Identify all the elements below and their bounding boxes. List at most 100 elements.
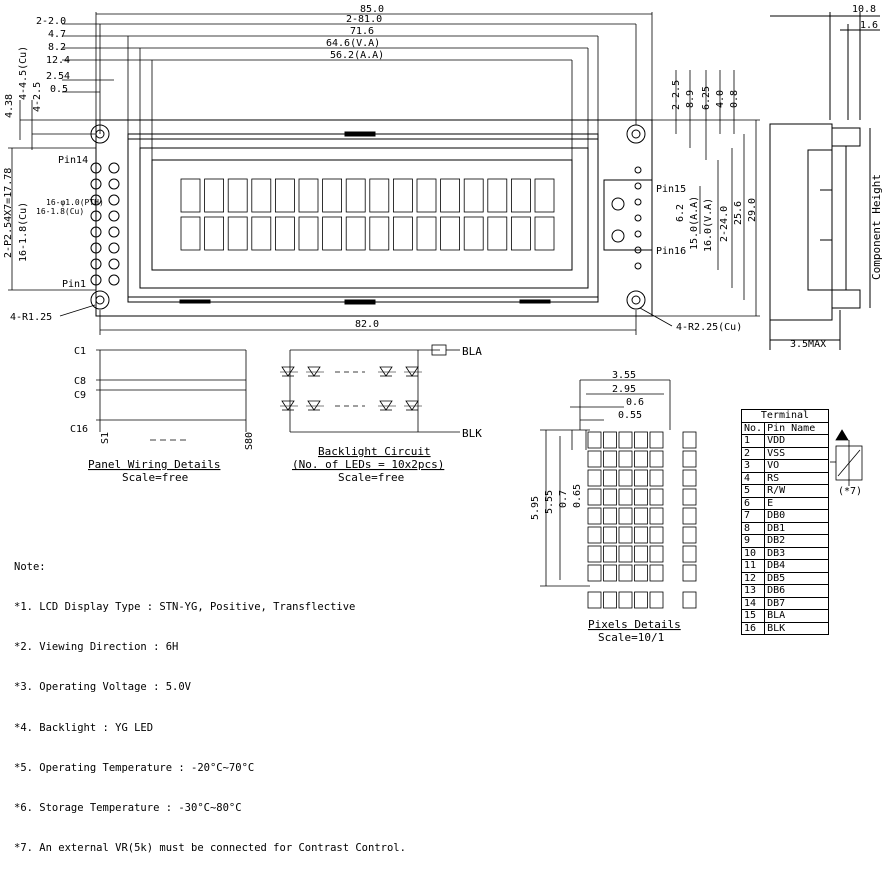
pixel-dot xyxy=(587,431,602,449)
pixel-dot xyxy=(682,591,697,609)
pixel-dot xyxy=(649,526,664,544)
character-cell xyxy=(227,216,248,251)
top-dimension-text: 2-2.0 4.7 8.2 12.4 2.54 0.5 85.0 2-81.0 … xyxy=(3,4,758,333)
dim-4-r2-25: 4-R2.25(Cu) xyxy=(676,322,742,333)
character-cell xyxy=(392,178,413,213)
character-cell xyxy=(274,178,295,213)
dim-0-7: 0.7 xyxy=(558,490,569,508)
label-c8: C8 xyxy=(74,376,86,387)
dim-4-38: 4.38 xyxy=(4,94,15,118)
panel-wiring-title: Panel Wiring Details xyxy=(88,458,220,471)
led-diode xyxy=(404,366,422,377)
dim-8-2: 8.2 xyxy=(48,42,66,53)
character-cell xyxy=(463,216,484,251)
note-6: *6. Storage Temperature : -30°C~80°C xyxy=(14,802,242,815)
pcb-outline xyxy=(95,119,653,317)
pin-header-right xyxy=(603,166,653,270)
label-pin14: Pin14 xyxy=(58,155,88,166)
character-cell xyxy=(251,216,272,251)
panel-wiring-diagram xyxy=(96,349,247,441)
note-1: *1. LCD Display Type : STN-YG, Positive,… xyxy=(14,601,356,614)
led-diode xyxy=(280,366,298,377)
dim-82: 82.0 xyxy=(355,319,379,330)
character-cell xyxy=(416,178,437,213)
label-component-height: Component Height xyxy=(870,174,883,280)
dim-16: 16.0(V.A) xyxy=(703,198,714,252)
dim-6-25: 6.25 xyxy=(701,86,712,110)
pixel-dot xyxy=(634,564,648,582)
pixel-dot xyxy=(682,450,697,468)
led-array xyxy=(280,366,422,411)
pixel-dot xyxy=(634,450,648,468)
pixel-dot xyxy=(587,591,602,609)
character-cell xyxy=(510,178,531,213)
dim-56-2: 56.2(A.A) xyxy=(330,50,384,61)
character-cell xyxy=(416,216,437,251)
panel-wiring-scale: Scale=free xyxy=(122,471,188,484)
pixel-dot xyxy=(618,450,633,468)
bezel-outline xyxy=(127,133,599,303)
dim-2-95: 2.95 xyxy=(612,384,636,395)
pixel-dot xyxy=(587,507,602,525)
pixel-dot xyxy=(682,431,697,449)
dim-5-95: 5.95 xyxy=(530,496,541,520)
label-s80: S80 xyxy=(244,432,255,450)
character-cell xyxy=(440,178,461,213)
backlight-subtitle: (No. of LEDs = 10x2pcs) xyxy=(292,458,444,471)
character-cell xyxy=(369,216,390,251)
pixel-dot xyxy=(587,564,602,582)
character-cell xyxy=(274,216,295,251)
character-cell xyxy=(345,216,366,251)
dim-2-54: 2.54 xyxy=(46,71,70,82)
pixel-dot xyxy=(603,507,617,525)
dim-2-2-5: 2-2.5 xyxy=(671,80,682,110)
led-diode xyxy=(404,400,422,411)
pixel-dot xyxy=(618,591,633,609)
pixel-dot xyxy=(618,526,633,544)
pixel-dot xyxy=(587,545,602,563)
character-cell xyxy=(298,178,319,213)
label-pin1: Pin1 xyxy=(62,279,86,290)
character-cell xyxy=(180,178,201,213)
dim-25-6: 25.6 xyxy=(733,201,744,225)
character-cell xyxy=(322,178,343,213)
backlight-title: Backlight Circuit xyxy=(318,445,431,458)
pixel-dot xyxy=(649,431,664,449)
pixel-dot xyxy=(603,591,617,609)
dim-85: 85.0 xyxy=(360,4,384,15)
character-cell xyxy=(487,216,508,251)
dim-1-6: 1.6 xyxy=(860,20,878,31)
character-cell xyxy=(463,178,484,213)
pixel-dot xyxy=(634,591,648,609)
led-diode xyxy=(306,366,324,377)
pixel-matrix xyxy=(587,431,697,609)
pixel-dot xyxy=(649,507,664,525)
dim-0-8: 0.8 xyxy=(729,90,740,108)
pixel-dot xyxy=(682,545,697,563)
dim-15: 15.0(A.A) xyxy=(689,196,700,250)
drawing-sheet: 2-2.0 4.7 8.2 12.4 2.54 0.5 85.0 2-81.0 … xyxy=(3,4,883,644)
led-diode xyxy=(280,400,298,411)
dim-2-2-0: 2-2.0 xyxy=(36,16,66,27)
dim-6-2: 6.2 xyxy=(675,204,686,222)
dim-4-r1-25: 4-R1.25 xyxy=(10,312,52,323)
pixel-dot xyxy=(618,545,633,563)
dim-16-1-8: 16-1.8(Cu) xyxy=(18,202,29,262)
pixel-dot xyxy=(649,591,664,609)
dim-4-0: 4.0 xyxy=(715,90,726,108)
character-cell xyxy=(204,178,225,213)
dim-0-55: 0.55 xyxy=(618,410,642,421)
pixel-dot xyxy=(634,431,648,449)
note-5: *5. Operating Temperature : -20°C~70°C xyxy=(14,761,255,774)
label-pin15: Pin15 xyxy=(656,184,686,195)
terminal-title: Terminal xyxy=(741,409,829,423)
pixel-dot xyxy=(603,545,617,563)
